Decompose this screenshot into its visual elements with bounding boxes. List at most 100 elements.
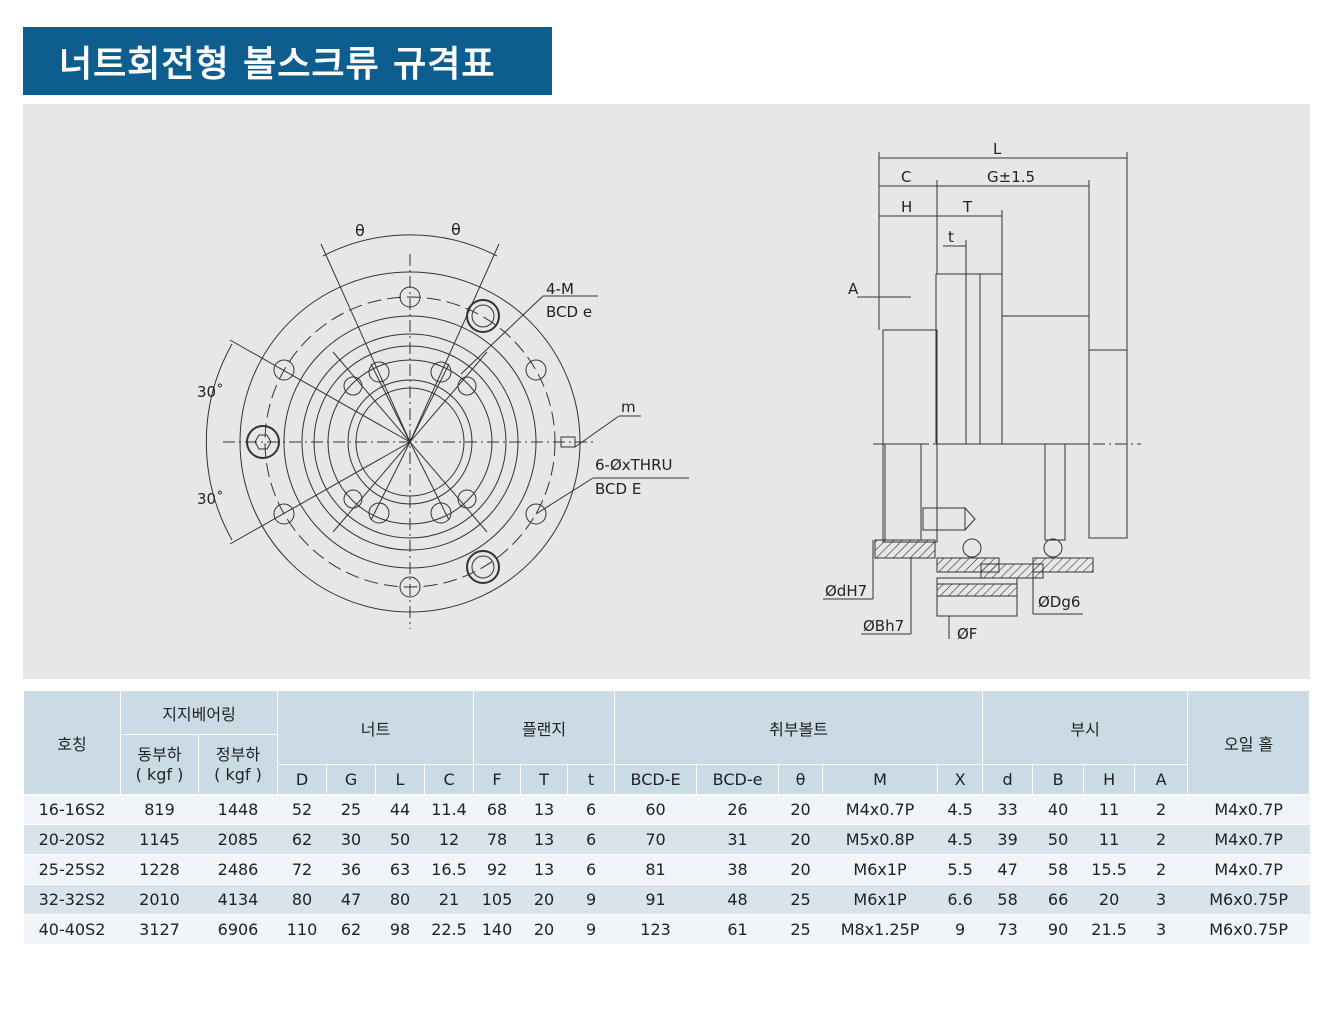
table-cell: 123 <box>614 914 697 945</box>
table-cell: 3 <box>1134 914 1188 945</box>
drawing-svg: θ θ 30˚ 30˚ 4-M BCD e m 6-ØxTHRU BCD E <box>197 140 1141 643</box>
col-C: C <box>424 764 475 795</box>
table-cell: M4x0.7P <box>822 794 938 825</box>
col-B: B <box>1032 764 1085 795</box>
table-cell: M6x0.75P <box>1187 914 1310 945</box>
technical-drawing: θ θ 30˚ 30˚ 4-M BCD e m 6-ØxTHRU BCD E <box>23 104 1310 679</box>
table-cell: 110 <box>277 914 327 945</box>
table-cell: 2 <box>1134 854 1188 885</box>
label-bcd-e-small: BCD e <box>546 303 592 321</box>
label-dH7: ØdH7 <box>825 582 867 600</box>
col-d: d <box>982 764 1034 795</box>
dim-t: t <box>948 228 954 246</box>
label-thru: 6-ØxTHRU <box>595 456 672 474</box>
table-cell: 6 <box>567 854 615 885</box>
table-cell: 20-20S2 <box>23 824 121 855</box>
theta-label-right: θ <box>451 220 461 239</box>
static-load-unit: ( kgf ) <box>214 764 262 784</box>
table-cell: 15.5 <box>1083 854 1135 885</box>
dim-C: C <box>901 168 911 186</box>
table-cell: 20 <box>778 824 823 855</box>
table-cell: 78 <box>473 824 521 855</box>
table-cell: 16-16S2 <box>23 794 121 825</box>
table-cell: 66 <box>1032 884 1084 915</box>
table-cell: 58 <box>1032 854 1084 885</box>
table-cell: 26 <box>696 794 779 825</box>
col-t: t <box>567 764 616 795</box>
table-cell: 70 <box>614 824 697 855</box>
col-F: F <box>473 764 522 795</box>
table-cell: 4.5 <box>937 794 983 825</box>
table-cell: M8x1.25P <box>822 914 938 945</box>
table-cell: 9 <box>567 884 615 915</box>
dim-T: T <box>962 198 973 216</box>
table-cell: 105 <box>473 884 521 915</box>
col-H: H <box>1083 764 1136 795</box>
table-cell: 47 <box>982 854 1033 885</box>
table-cell: 11 <box>1083 824 1135 855</box>
table-cell: 6906 <box>198 914 278 945</box>
table-cell: 2085 <box>198 824 278 855</box>
dim-G: G±1.5 <box>987 168 1035 186</box>
table-cell: 6.6 <box>937 884 983 915</box>
table-cell: 91 <box>614 884 697 915</box>
header-flange: 플랜지 <box>473 690 616 765</box>
header-static-load: 정부하 ( kgf ) <box>197 734 279 795</box>
side-view <box>823 152 1141 639</box>
table-cell: 62 <box>326 914 376 945</box>
table-cell: 21 <box>424 884 474 915</box>
col-X: X <box>937 764 984 795</box>
header-support-bearing: 지지베어링 <box>119 690 279 735</box>
header-mount-bolt: 취부볼트 <box>614 690 984 765</box>
table-cell: M4x0.7P <box>1187 824 1310 855</box>
table-cell: 1228 <box>120 854 199 885</box>
table-cell: 6 <box>567 824 615 855</box>
table-cell: 140 <box>473 914 521 945</box>
table-cell: 16.5 <box>424 854 474 885</box>
table-cell: 20 <box>520 914 568 945</box>
table-cell: 61 <box>696 914 779 945</box>
table-cell: 1145 <box>120 824 199 855</box>
table-cell: 20 <box>520 884 568 915</box>
table-cell: 63 <box>375 854 425 885</box>
col-G: G <box>326 764 377 795</box>
label-4m: 4-M <box>546 280 574 298</box>
table-cell: M4x0.7P <box>1187 794 1310 825</box>
angle-label-top: 30˚ <box>197 383 224 401</box>
table-cell: 6 <box>567 794 615 825</box>
table-cell: M6x1P <box>822 854 938 885</box>
dim-A: A <box>848 280 859 298</box>
table-cell: 90 <box>1032 914 1084 945</box>
header-oil-hole: 오일 홀 <box>1187 690 1311 795</box>
header-nut: 너트 <box>277 690 475 765</box>
table-cell: 40 <box>1032 794 1084 825</box>
table-cell: 13 <box>520 854 568 885</box>
table-cell: M6x0.75P <box>1187 884 1310 915</box>
table-cell: 25 <box>778 884 823 915</box>
table-cell: 25 <box>326 794 376 825</box>
table-cell: 3127 <box>120 914 199 945</box>
table-cell: 21.5 <box>1083 914 1135 945</box>
table-cell: 5.5 <box>937 854 983 885</box>
table-cell: 4134 <box>198 884 278 915</box>
table-cell: 38 <box>696 854 779 885</box>
table-cell: 2 <box>1134 824 1188 855</box>
table-cell: 2010 <box>120 884 199 915</box>
table-cell: 13 <box>520 824 568 855</box>
table-cell: 33 <box>982 794 1033 825</box>
table-cell: 13 <box>520 794 568 825</box>
title-bar: 너트회전형 볼스크류 규격표 <box>23 27 552 95</box>
table-cell: 39 <box>982 824 1033 855</box>
col-A: A <box>1134 764 1189 795</box>
label-m: m <box>621 398 636 416</box>
table-cell: 47 <box>326 884 376 915</box>
table-cell: 81 <box>614 854 697 885</box>
col-theta: θ <box>778 764 824 795</box>
header-dynamic-load: 동부하 ( kgf ) <box>120 734 199 795</box>
table-cell: 36 <box>326 854 376 885</box>
dynamic-load-unit: ( kgf ) <box>135 764 184 784</box>
front-view <box>205 234 689 629</box>
table-cell: 11.4 <box>424 794 474 825</box>
